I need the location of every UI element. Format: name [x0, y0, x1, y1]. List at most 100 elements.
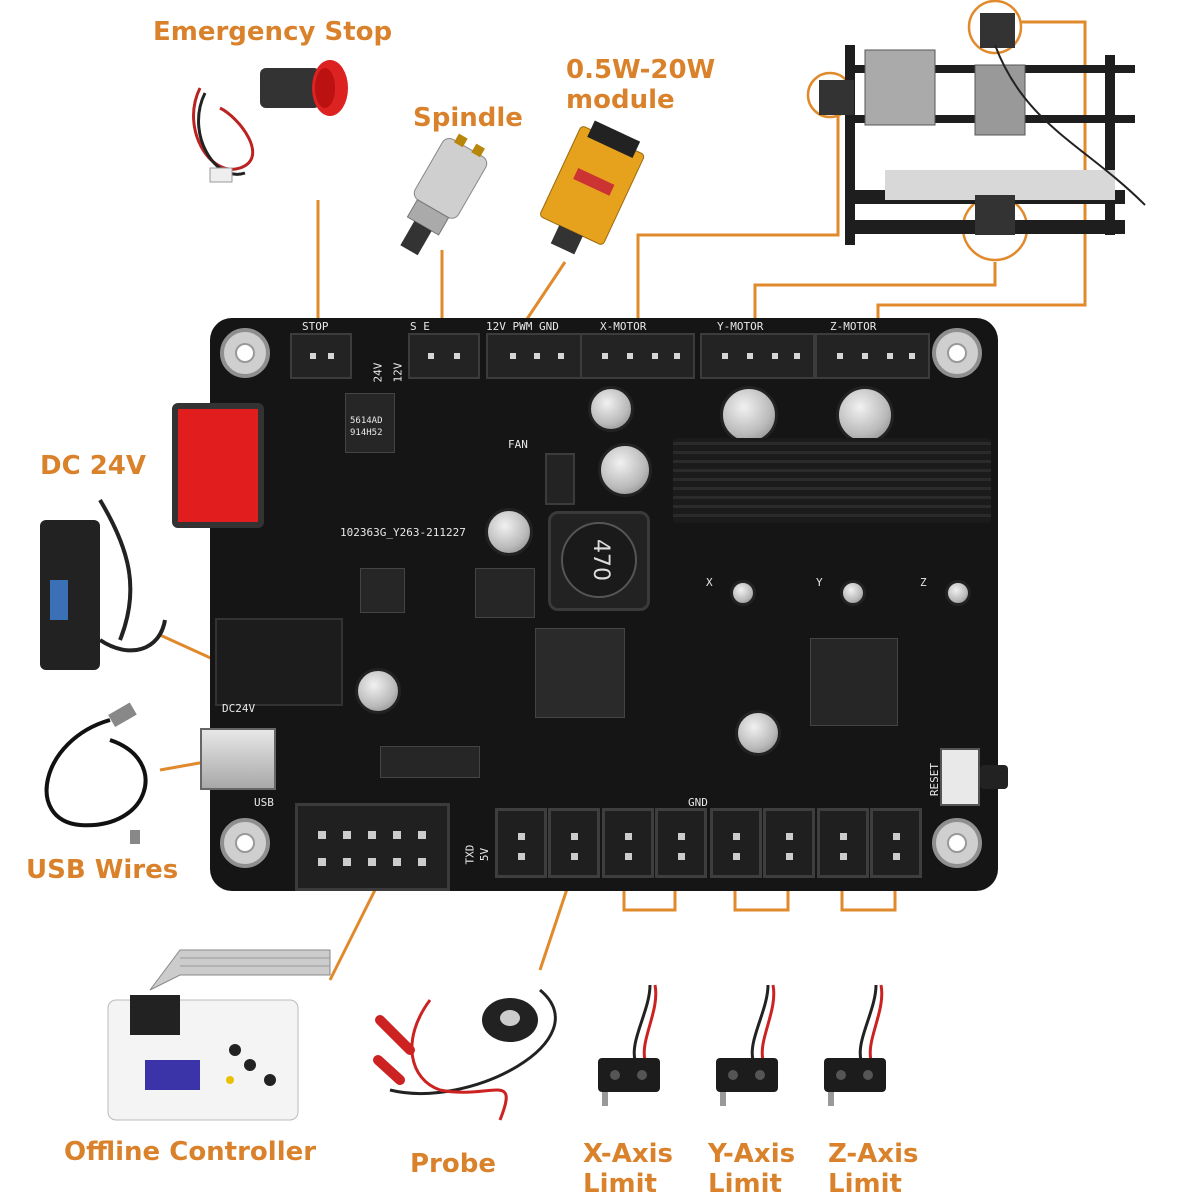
y-limit-switch-image	[716, 984, 778, 1106]
capacitor-1	[588, 386, 634, 432]
label-module: 0.5W-20W module	[566, 55, 716, 116]
controller-board: STOP S E 12V PWM GND X-MOTOR Y-MOTOR Z-M…	[172, 318, 1008, 891]
usb-cable-image	[44, 702, 148, 844]
silk-y-motor: Y-MOTOR	[717, 320, 764, 333]
silk-fan: FAN	[508, 438, 528, 451]
reset-knob[interactable]	[980, 765, 1008, 789]
spindle-connector[interactable]	[408, 333, 480, 379]
label-x-line1: X-Axis	[583, 1139, 673, 1169]
silk-spindle: S E	[410, 320, 430, 333]
power-adapter-image	[40, 498, 167, 670]
mosfet-1	[360, 568, 405, 613]
silk-laser: 12V PWM GND	[486, 320, 559, 333]
silk-gnd: GND	[688, 796, 708, 809]
label-module-line1: 0.5W-20W	[566, 55, 716, 85]
z-limit-connector-2[interactable]	[870, 808, 922, 878]
x-potentiometer[interactable]	[730, 580, 756, 606]
label-y-line2: Limit	[708, 1168, 782, 1199]
x-limit-connector-1[interactable]	[602, 808, 654, 878]
silk-stop: STOP	[302, 320, 329, 333]
silk-dc24v: DC24V	[222, 702, 256, 715]
wire-z-motor	[876, 20, 1087, 322]
wire-laser	[523, 261, 567, 323]
laser-module-image	[540, 120, 645, 255]
inductor-label: 470	[561, 522, 637, 598]
serial-chip	[380, 746, 480, 778]
label-usb-wires: USB Wires	[26, 855, 179, 885]
label-probe: Probe	[410, 1149, 496, 1179]
mounting-hole-br	[932, 818, 982, 868]
laser-connector[interactable]	[486, 333, 586, 379]
silk-y: Y	[816, 576, 823, 589]
y-potentiometer[interactable]	[840, 580, 866, 606]
probe-connector-2[interactable]	[548, 808, 600, 878]
y-limit-connector-2[interactable]	[763, 808, 815, 878]
power-switch[interactable]	[172, 403, 264, 528]
stop-connector[interactable]	[290, 333, 352, 379]
emergency-stop-button-image	[192, 60, 348, 183]
dc-power-jack[interactable]	[215, 618, 343, 706]
label-z-axis-limit: Z-Axis Limit	[828, 1139, 919, 1200]
silk-24v: 24V	[371, 362, 385, 383]
label-spindle: Spindle	[413, 103, 523, 133]
z-motor-connector[interactable]	[815, 333, 930, 379]
label-module-line2: module	[566, 84, 675, 115]
silk-usb: USB	[254, 796, 274, 809]
label-offline-controller: Offline Controller	[64, 1137, 317, 1167]
wire-x-limit	[622, 885, 677, 912]
label-z-line2: Limit	[828, 1168, 902, 1199]
fan-connector[interactable]	[545, 453, 575, 505]
label-dc24v: DC 24V	[40, 451, 147, 481]
silk-x: X	[706, 576, 713, 589]
offline-controller-image	[107, 949, 331, 1121]
label-y-axis-limit: Y-Axis Limit	[708, 1139, 796, 1200]
y-motor-connector[interactable]	[700, 333, 815, 379]
silk-x-motor: X-MOTOR	[600, 320, 647, 333]
mounting-hole-tr	[932, 328, 982, 378]
wire-z-limit	[840, 885, 897, 912]
z-limit-switch-image	[824, 984, 886, 1106]
wire-y-motor	[753, 262, 997, 322]
capacitor-7	[735, 710, 781, 756]
capacitor-6	[355, 668, 401, 714]
reset-button[interactable]	[940, 748, 980, 806]
wire-offline	[328, 879, 382, 981]
highlight-circle-z	[967, 0, 1023, 55]
offline-controller-header[interactable]	[295, 803, 450, 891]
label-x-axis-limit: X-Axis Limit	[583, 1139, 673, 1200]
mcu-chip	[810, 638, 898, 726]
capacitor-5	[485, 508, 533, 556]
silk-reg-line2: 914H52	[350, 428, 383, 438]
z-limit-connector-1[interactable]	[817, 808, 869, 878]
silk-reset: RESET	[928, 762, 942, 797]
mosfet-2	[475, 568, 535, 618]
wire-dc	[159, 633, 216, 662]
label-emergency-stop: Emergency Stop	[153, 17, 393, 47]
x-limit-connector-2[interactable]	[655, 808, 707, 878]
heatsink	[673, 438, 991, 523]
usb-port[interactable]	[200, 728, 276, 790]
mounting-hole-bl	[220, 818, 270, 868]
silk-z-motor: Z-MOTOR	[830, 320, 877, 333]
cnc-machine-image	[819, 13, 1146, 245]
regulator-2	[535, 628, 625, 718]
probe-connector[interactable]	[495, 808, 547, 878]
label-y-line1: Y-Axis	[708, 1139, 796, 1169]
wire-usb	[159, 760, 206, 772]
y-limit-connector-1[interactable]	[710, 808, 762, 878]
silk-reg-line1: 5614AD	[350, 416, 383, 426]
capacitor-2	[720, 386, 778, 444]
silk-txd: TXD	[463, 844, 477, 865]
silk-board-id: 102363G_Y263-211227	[340, 526, 466, 539]
silk-12v: 12V	[391, 362, 405, 383]
silk-z: Z	[920, 576, 927, 589]
label-z-line1: Z-Axis	[828, 1139, 919, 1169]
label-x-line2: Limit	[583, 1168, 657, 1199]
mounting-hole-tl	[220, 328, 270, 378]
capacitor-4	[598, 443, 652, 497]
wire-probe	[538, 879, 572, 971]
x-limit-switch-image	[598, 984, 660, 1106]
x-motor-connector[interactable]	[580, 333, 695, 379]
z-potentiometer[interactable]	[945, 580, 971, 606]
voltage-regulator: 5614AD 914H52	[345, 393, 395, 453]
